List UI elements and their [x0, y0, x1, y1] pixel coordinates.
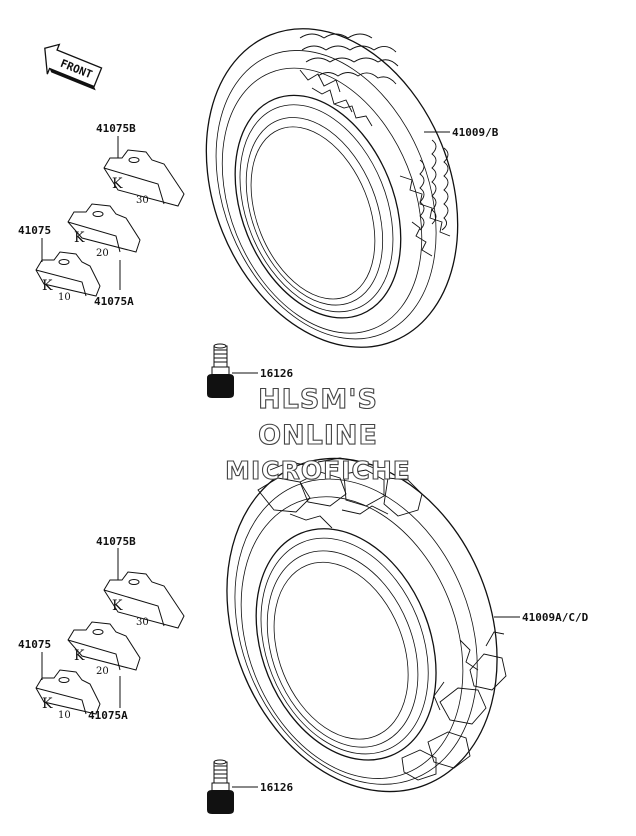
watermark: HLSM'S ONLINE MICROFICHE [225, 383, 411, 485]
label-tire-bottom: 41009A/C/D [522, 611, 589, 624]
balance-weight-10-bottom: K 10 [35, 669, 101, 721]
valve-stem-bottom [207, 759, 234, 814]
label-weight-bottom-a: 41075A [88, 709, 128, 722]
weight-value-20: 20 [96, 666, 109, 677]
weight-letter: K [42, 696, 53, 712]
label-weight-bottom-plain: 41075 [18, 638, 51, 651]
weight-letter: K [42, 278, 53, 294]
weight-value-10: 10 [58, 292, 71, 303]
label-weight-top-b: 41075B [96, 122, 136, 135]
balance-weight-20-bottom: K 20 [67, 621, 141, 677]
valve-stem-top [207, 343, 234, 398]
label-tire-top: 41009/B [452, 126, 499, 139]
balance-weight-30-bottom: K 30 [103, 571, 185, 629]
weight-value-20: 20 [96, 248, 109, 259]
balance-weight-10-top: K 10 [35, 251, 101, 303]
watermark-line-1: HLSM'S [258, 384, 378, 415]
watermark-line-2: ONLINE [258, 420, 378, 451]
leader-lines [41, 131, 520, 788]
label-weight-top-plain: 41075 [18, 224, 51, 237]
label-valve-top: 16126 [260, 367, 293, 380]
label-weight-top-a: 41075A [94, 295, 134, 308]
tire-bottom [226, 457, 507, 793]
label-valve-bottom: 16126 [260, 781, 293, 794]
weight-value-10: 10 [58, 710, 71, 721]
tread-pattern-bottom [257, 457, 507, 781]
tread-pattern-top [299, 33, 451, 257]
weight-letter: K [112, 176, 123, 192]
tire-top [205, 28, 459, 348]
weight-letter: K [112, 598, 123, 614]
weight-value-30: 30 [136, 195, 149, 206]
front-arrow-icon: FRONT [44, 43, 103, 91]
weight-letter: K [74, 230, 85, 246]
weight-value-30: 30 [136, 617, 149, 628]
watermark-line-3: MICROFICHE [225, 456, 411, 485]
balance-weight-20-top: K 20 [67, 203, 141, 259]
balance-weight-30-top: K 30 [103, 149, 185, 207]
label-weight-bottom-b: 41075B [96, 535, 136, 548]
weight-letter: K [74, 648, 85, 664]
